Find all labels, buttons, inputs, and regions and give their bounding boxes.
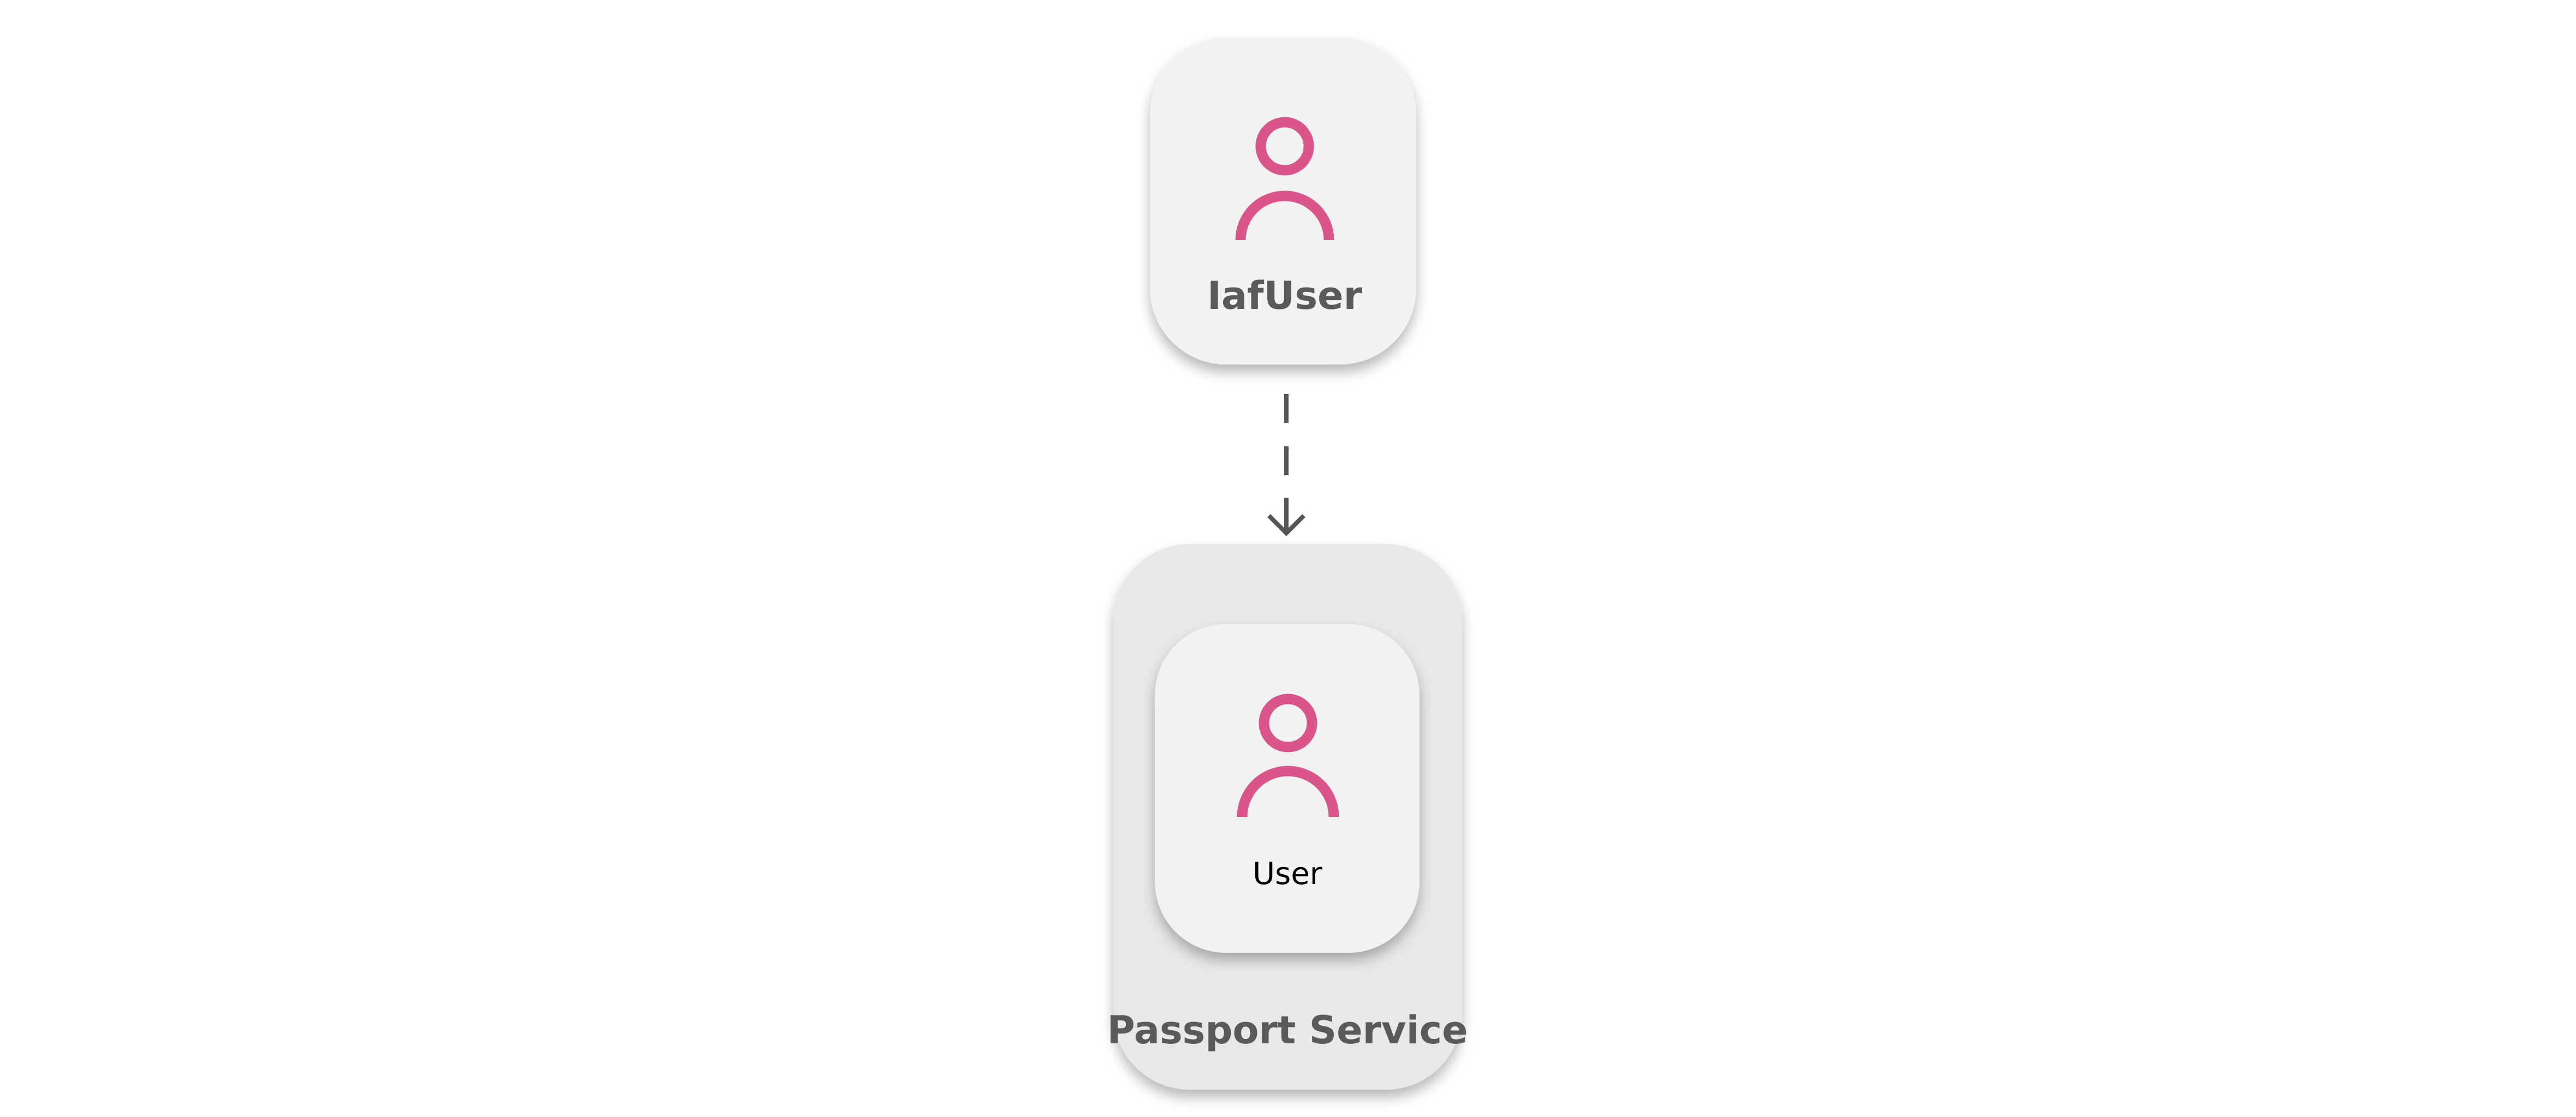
node-iafuser[interactable]: IafUser (1150, 38, 1416, 365)
node-user-box (1155, 624, 1419, 953)
dependency-arrow[interactable] (1267, 394, 1305, 536)
person-icon (1237, 694, 1339, 817)
person-icon (1235, 117, 1334, 241)
node-user-label: User (1253, 856, 1323, 892)
node-iafuser-label: IafUser (1207, 273, 1363, 318)
arrowhead-icon (1267, 514, 1305, 536)
group-passport-service-label: Passport Service (1107, 1008, 1468, 1053)
node-user[interactable]: User (1155, 624, 1419, 953)
group-passport-service[interactable]: User Passport Service (1107, 544, 1468, 1090)
